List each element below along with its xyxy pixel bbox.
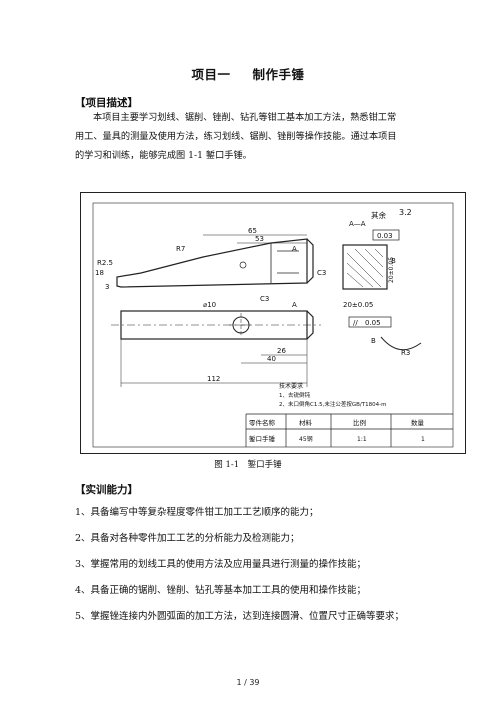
page-total: 39 [249,678,260,687]
description-line: 本项目主要学习划线、锯削、锉削、钻孔等钳工基本加工方法，熟悉钳工常 [93,112,397,123]
table-header: 数量 [411,418,425,427]
description-line: 的学习和训练，能够完成图 1-1 錾口手锤。 [75,150,252,161]
dim-square: 20±0.05 [388,257,395,283]
section-label: A—A [349,220,366,228]
parallelism-symbol: // [353,319,358,327]
dim-40: 40 [267,355,276,363]
page-current: 1 [236,678,242,687]
dim-phi10: ⌀10 [203,301,216,309]
dim-112: 112 [207,375,220,383]
engineering-drawing: 其余 3.2 A—A 65 53 R7 R2.5 A C3 C3 A 18 3 … [80,192,466,454]
section-mark-a2: A [292,301,297,309]
dim-18: 18 [95,269,104,277]
project-name: 制作手锤 [252,67,305,82]
description-line: 用工、量具的测量及使用方法，练习划线、锯削、锉削等操作技能。通过本项目 [75,131,397,142]
dim-r7: R7 [176,245,185,253]
drawing-canvas: 其余 3.2 A—A 65 53 R7 R2.5 A C3 C3 A 18 3 … [92,202,454,448]
page-separator: / [244,678,247,687]
dim-3: 3 [105,283,109,291]
table-cell: 錾口手锤 [249,434,276,443]
roughness-value: 3.2 [399,208,412,217]
table-cell: 45钢 [299,435,313,443]
dim-r3: R3 [401,349,410,357]
description-heading: 【项目描述】 [75,97,138,109]
ability-item: 2、具备对各种零件加工工艺的分析能力及检测能力； [75,533,300,544]
page-number: 1 / 39 [0,678,496,687]
page-title: 项目一 制作手锤 [0,64,496,83]
project-number: 项目一 [191,67,231,82]
parallelism-value: 0.05 [365,319,381,327]
tech-item: 1、去锐倒钝 [279,391,310,399]
dim-r25: R2.5 [97,259,113,267]
detail-mark-b2: B [371,337,376,345]
section-mark-a1: A [292,245,297,253]
detail-mark-b1: B [391,257,396,265]
roughness-label: 其余 [371,210,386,220]
table-header: 材料 [299,418,313,427]
ability-item: 3、掌握常用的划线工具的使用方法及应用量具进行测量的操作技能； [75,559,367,570]
dim-65: 65 [248,227,257,235]
flatness-value: 0.03 [377,232,393,240]
tech-heading: 技术要求 [279,382,303,390]
dim-c3b: C3 [260,295,269,303]
ability-item: 5、掌握锉连接内外圆弧面的加工方法，达到连接圆滑、位置尺寸正确等要求； [75,611,405,622]
dim-20: 20±0.05 [343,301,373,309]
figure-caption: 图 1-1 錾口手锤 [214,460,282,470]
description-paragraph: 本项目主要学习划线、锯削、锉削、钻孔等钳工基本加工方法，熟悉钳工常 用工、量具的… [75,108,425,165]
table-cell: 1:1 [357,436,367,443]
ability-item: 4、具备正确的锯削、锉削、钻孔等基本加工工具的使用和操作技能； [75,585,367,596]
dim-53: 53 [255,235,264,243]
abilities-heading: 【实训能力】 [75,484,138,496]
tech-item: 2、未口倒角C1.5,未注公差按GB/T1804-m [279,400,386,408]
table-header: 零件名称 [249,418,276,427]
table-header: 比例 [353,418,366,427]
dim-26: 26 [277,347,286,355]
table-cell: 1 [421,436,425,443]
dim-c3a: C3 [317,269,326,277]
ability-item: 1、具备编写中等复杂程度零件钳工加工工艺顺序的能力； [75,507,319,518]
